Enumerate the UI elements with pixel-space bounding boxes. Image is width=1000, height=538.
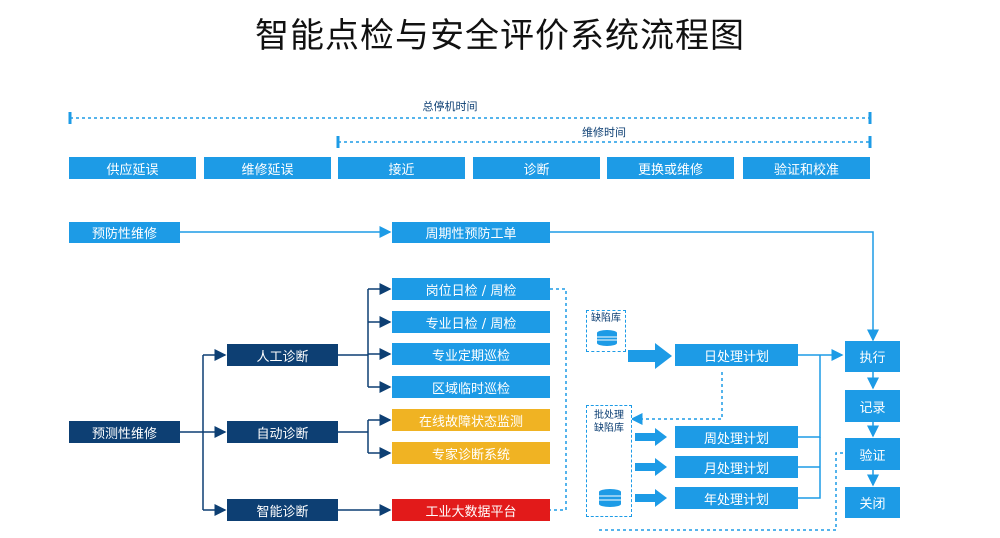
step-record: 记录 <box>845 390 900 422</box>
inspection-area-temporary: 区域临时巡检 <box>392 376 550 398</box>
database-icon <box>599 489 621 507</box>
phase-supply-delay: 供应延误 <box>69 157 196 179</box>
industrial-big-data-platform-box: 工业大数据平台 <box>392 499 550 521</box>
weekly-plan-box: 周处理计划 <box>675 426 798 448</box>
manual-diagnosis-box: 人工诊断 <box>227 344 338 366</box>
monthly-plan-box: 月处理计划 <box>675 456 798 478</box>
phase-verify-calibrate: 验证和校准 <box>743 157 870 179</box>
phase-approach: 接近 <box>338 157 465 179</box>
preventive-maintenance-box: 预防性维修 <box>69 222 180 243</box>
phase-repair-delay: 维修延误 <box>204 157 331 179</box>
batch-store-label-2: 缺陷库 <box>594 423 624 434</box>
batch-store-label-1: 批处理 <box>594 410 624 421</box>
online-fault-monitoring-box: 在线故障状态监测 <box>392 409 550 431</box>
total-downtime-label: 总停机时间 <box>422 100 478 113</box>
step-verify: 验证 <box>845 438 900 470</box>
predictive-maintenance-box: 预测性维修 <box>69 421 180 443</box>
batch-defect-store: 批处理 缺陷库 <box>586 405 632 517</box>
step-execute: 执行 <box>845 341 900 372</box>
database-icon <box>597 330 617 346</box>
defect-store-label: 缺陷库 <box>591 313 621 324</box>
expert-diagnosis-system-box: 专家诊断系统 <box>392 442 550 464</box>
inspection-professional-daily-weekly: 专业日检 / 周检 <box>392 311 550 333</box>
repair-time-label: 维修时间 <box>582 126 626 139</box>
yearly-plan-box: 年处理计划 <box>675 487 798 509</box>
auto-diagnosis-box: 自动诊断 <box>227 421 338 443</box>
step-close: 关闭 <box>845 487 900 518</box>
daily-plan-box: 日处理计划 <box>675 344 798 366</box>
smart-diagnosis-box: 智能诊断 <box>227 499 338 521</box>
phase-replace-or-repair: 更换或维修 <box>607 157 734 179</box>
defect-store: 缺陷库 <box>586 310 626 352</box>
inspection-professional-periodic: 专业定期巡检 <box>392 343 550 365</box>
inspection-post-daily-weekly: 岗位日检 / 周检 <box>392 278 550 300</box>
diagram-title: 智能点检与安全评价系统流程图 <box>255 16 745 56</box>
periodic-work-order-box: 周期性预防工单 <box>392 222 550 243</box>
phase-diagnose: 诊断 <box>473 157 600 179</box>
